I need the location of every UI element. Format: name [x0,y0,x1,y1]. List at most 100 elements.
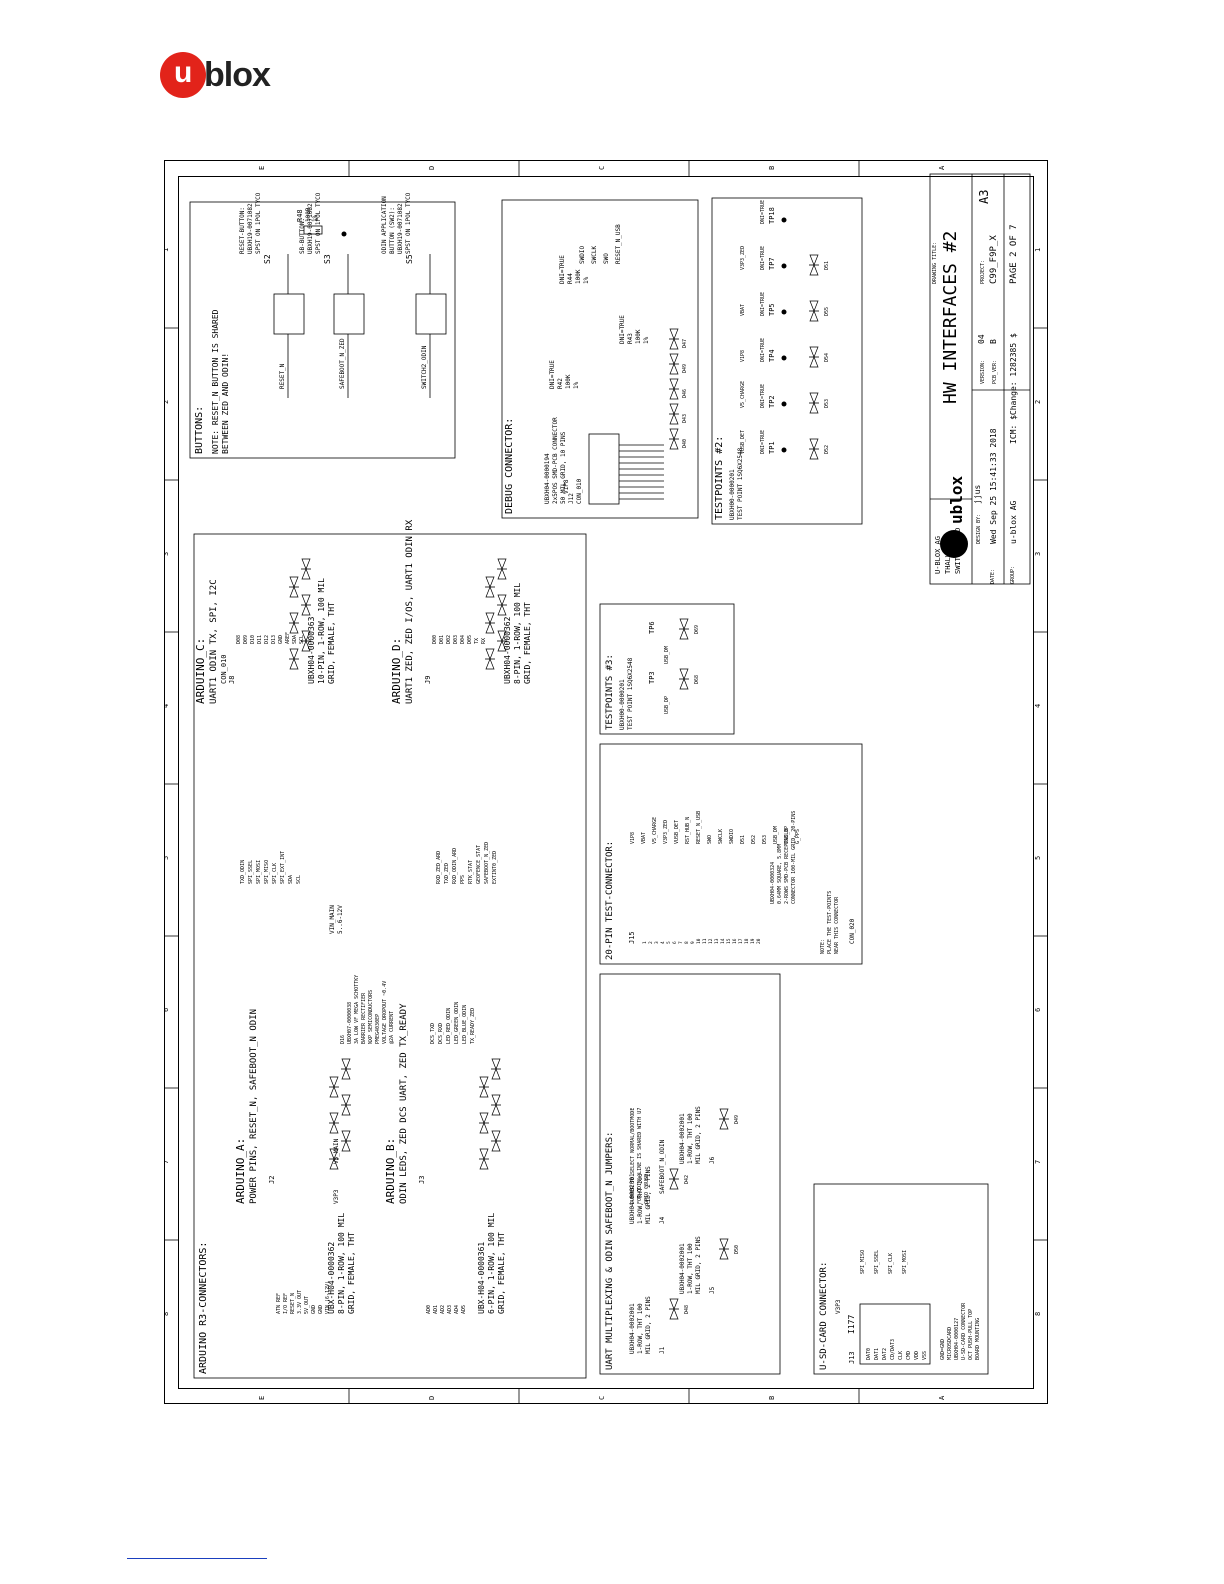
arduino-pin: D00 [432,635,438,644]
resistor-value: 100R [305,207,312,222]
arduino-part: GRID, FEMALE, THT [327,602,336,684]
tvs-diode [341,1130,351,1152]
switch-net: RESET_N [279,363,286,389]
jumper-ref: J5 [709,1286,716,1294]
switch-body [415,293,447,335]
arduino-net: SDA [288,875,294,884]
tvs-diode [669,378,679,400]
usd-part: U-SD-CARD CONNECTOR [961,1302,967,1360]
arduino-net: RXD_ODIN_ARD [452,848,458,884]
frame-row-letter: D [428,166,436,170]
arduino-pin: AD5 [461,1305,467,1314]
diode-ref: D42 [684,1175,690,1184]
frame-row-letter: E [258,1396,266,1400]
logo-text: blox [204,56,271,94]
testpoint-net: VBAT [740,304,746,316]
rail-label: V5_MAIN [333,1138,340,1164]
diode-ref: D49 [682,364,688,373]
frame-row-letter: A [938,165,946,170]
tvs-diode [329,1112,339,1134]
usd-title: U-SD-CARD CONNECTOR: [819,1262,829,1370]
titleblock-label: GROUP: [1010,566,1016,584]
titleblock-box [929,173,1031,585]
arduino-pin: D09 [243,635,249,644]
inner-frame [178,176,1034,1389]
testpoint-ref: TP1 [768,441,776,454]
buttons-title: BUTTONS: [194,406,205,454]
test20-net: VBAT [641,832,647,844]
test20-net: RESET_N_USB [696,811,702,844]
arduino-net: TXD_ZED [444,863,450,884]
dni-label: DNI=TRUE [760,200,766,224]
frame-col-number: 6 [1034,1008,1042,1012]
resistor-label: 100K [635,329,642,344]
arduino-part: UBX-H04-0000361 [477,1242,486,1314]
usd-pin: CD/DAT3 [890,1339,896,1360]
arduino-pin: RESET_N [290,1293,296,1314]
arduino-net: SPI_EXT_INT [280,851,286,884]
company-line: U-BLOX AG [934,536,942,574]
arduino-part: GRID, FEMALE, THT [497,1232,506,1314]
arduino-box [193,533,587,1379]
tvs-diode [669,1298,679,1320]
frame-col-number: 7 [164,1160,170,1164]
test20-pin: 20 [756,938,762,944]
test20-net: USB_DM [773,826,779,844]
arduino-net: GEOFENCE_STAT [476,845,482,884]
test20-note: NEAR THIS CONNECTOR [834,896,840,954]
arduino-net: PPS [460,875,466,884]
schottky-label: NXP SEMICONDUCTORS [368,990,374,1044]
arduino-part: GRID, FEMALE, THT [523,602,532,684]
tvs-diode [669,403,679,425]
switch-net: SWITCH2_ODIN [421,345,428,389]
usd-net: SPI_CLK [888,1253,894,1274]
junction-dot [781,263,787,269]
frame-col-number: 7 [1034,1160,1042,1164]
test20-net: V5_CHARGE [652,817,658,844]
ublox-logo: u blox [160,52,300,100]
junction-dot [781,309,787,315]
usd-pin: DAT0 [866,1348,872,1360]
frame-col-number: 4 [1034,704,1042,708]
arduino-connector-label: ARDUINO_C: [194,638,207,704]
test20-part: 0.64MM SQUARE, 5.8MM [777,844,783,904]
switch-desc: SPST ON 1POL TYCO [315,192,322,254]
test20-net: RST_HUB_N [685,817,691,844]
arduino-con: CON_010 [220,654,228,684]
tvs-diode [341,1058,351,1080]
frame-col-number: 4 [164,704,170,708]
dni-label: DNI=TRUE [760,338,766,362]
testpoint-net: V3P3_ZED [740,246,746,270]
arduino-pin: D05 [467,635,473,644]
tvs-diode [479,1148,489,1170]
tvs-diode [497,630,507,652]
uart-note: JUMPER TO SELECT NORMAL/BOOTMODE [630,1108,636,1204]
diode-ref: D43 [682,414,688,423]
frame-row-letter: B [768,166,776,170]
frame-row-letter: B [768,1396,776,1400]
switch-desc: UBXH19-0071082 [247,203,254,254]
tvs-diode [491,1130,501,1152]
arduino-pin: D04 [460,635,466,644]
test20-pin: 17 [738,938,744,944]
resistor-tol: 1% [312,214,319,222]
diode-ref: D49 [734,1115,740,1124]
tvs-diode [669,428,679,450]
jumper-part: 1-ROW, THT 100 [637,1173,644,1224]
tvs-diode [809,346,819,368]
arduino-pin: VIN (6-12V) [325,1281,331,1314]
test20-pin: 6 [672,941,678,944]
arduino-connector-label: ARDUINO_D: [390,638,403,704]
schottky-label: PMEG4030EP [375,1014,381,1044]
test20-net: SWO [707,835,713,844]
resistor-label: 1% [643,336,650,344]
testpoints3-box [599,603,735,735]
test20-pin: 1 [642,941,648,944]
jumper-part: UBXH04-0002001 [629,1173,636,1224]
arduino-pin: I/O REF [283,1293,289,1314]
